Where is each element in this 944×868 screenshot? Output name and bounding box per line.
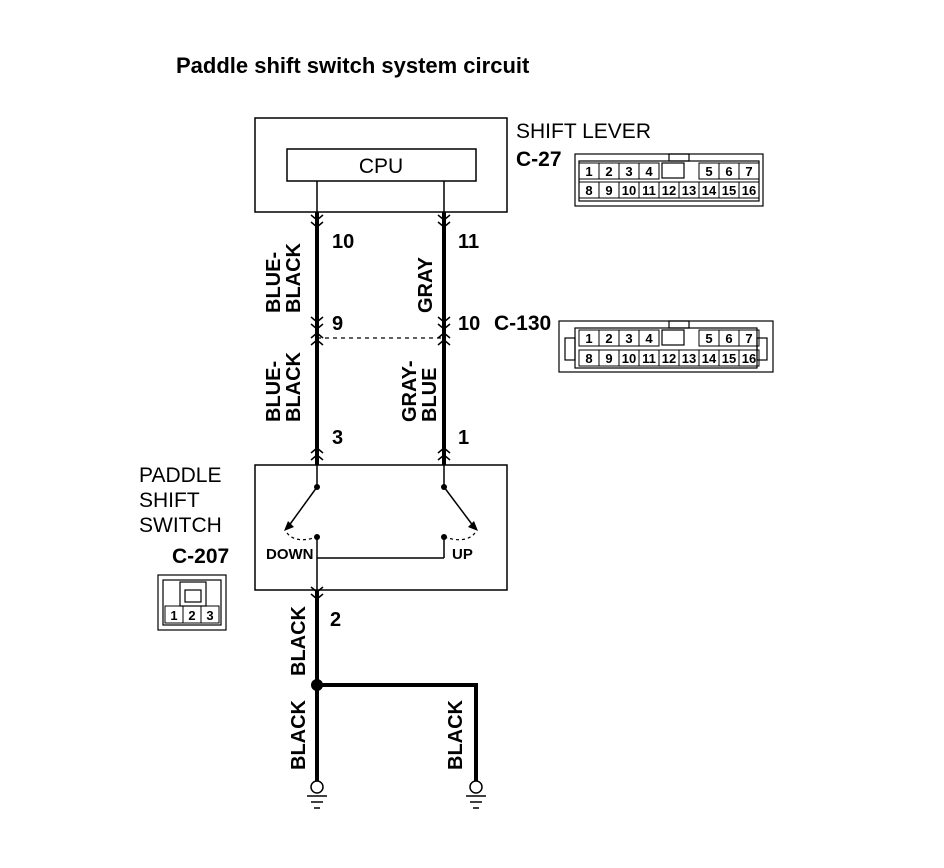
up-switch-contact xyxy=(317,465,478,559)
svg-text:BLUE: BLUE xyxy=(419,368,441,422)
c27-pin-11: 11 xyxy=(642,183,656,198)
c207-pin-3: 3 xyxy=(206,608,213,623)
shift-lever-connector-id: C-27 xyxy=(516,148,562,171)
c130-pin-6: 6 xyxy=(725,331,732,346)
shift-lever-box xyxy=(254,117,508,213)
ground-main-wire-label: BLACK xyxy=(288,605,310,676)
c27-pin-14: 14 xyxy=(702,183,717,198)
down-switch-contact xyxy=(284,465,320,590)
c207-pin-1: 1 xyxy=(170,608,177,623)
paddle-switch-label-1: PADDLE xyxy=(139,464,221,487)
upper-left-wire-label: BLUE- BLACK xyxy=(263,242,305,313)
c27-pin-4: 4 xyxy=(645,164,653,179)
ground-left-wire-label: BLACK xyxy=(288,699,310,770)
connector-chevron xyxy=(310,323,324,330)
c27-pin-16: 16 xyxy=(742,183,756,198)
c207-pin-2: 2 xyxy=(188,608,195,623)
c130-pin-1: 1 xyxy=(585,331,592,346)
svg-text:GRAY: GRAY xyxy=(415,256,437,313)
lower-left-wire-label: BLUE- BLACK xyxy=(263,351,305,422)
c130-pin-right: 10 xyxy=(458,313,480,335)
connector-chevron xyxy=(310,593,324,600)
c130-pin-4: 4 xyxy=(645,331,653,346)
c27-pin-15: 15 xyxy=(722,183,736,198)
connector-chevron xyxy=(437,332,451,339)
c27-pin-10: 10 xyxy=(622,183,636,198)
paddle-switch-box xyxy=(254,464,508,591)
switch-pin-right: 1 xyxy=(458,427,469,449)
down-label: DOWN xyxy=(266,546,314,563)
c130-pin-3: 3 xyxy=(625,331,632,346)
c130-pin-5: 5 xyxy=(705,331,712,346)
upper-right-wire-label: GRAY xyxy=(415,256,437,313)
c130-pin-7: 7 xyxy=(745,331,752,346)
lower-right-wire-label: GRAY- BLUE xyxy=(399,360,441,422)
switch-pin-ground: 2 xyxy=(330,609,341,631)
connector-chevron xyxy=(437,323,451,330)
diagram-title: Paddle shift switch system circuit xyxy=(176,53,530,78)
connector-chevron xyxy=(310,332,324,339)
c27-pin-6: 6 xyxy=(725,164,732,179)
c27-pin-8: 8 xyxy=(585,183,592,198)
c130-pin-10: 10 xyxy=(622,351,636,366)
connector-chevron xyxy=(310,221,324,228)
connector-chevron xyxy=(310,586,324,593)
svg-text:GRAY-: GRAY- xyxy=(399,360,421,422)
shift-lever-pin-left: 10 xyxy=(332,231,354,253)
shift-lever-pin-right: 11 xyxy=(458,231,479,253)
connector-chevron xyxy=(437,447,451,454)
c27-pin-13: 13 xyxy=(682,183,696,198)
c130-pin-16: 16 xyxy=(742,351,756,366)
svg-text:BLACK: BLACK xyxy=(283,351,305,422)
c130-pin-8: 8 xyxy=(585,351,592,366)
connector-chevron xyxy=(437,214,451,221)
connector-chevron xyxy=(437,316,451,323)
c130-pin-13: 13 xyxy=(682,351,696,366)
connector-chevron xyxy=(310,316,324,323)
svg-text:BLUE-: BLUE- xyxy=(263,361,285,422)
up-label: UP xyxy=(452,546,473,563)
switch-pin-left: 3 xyxy=(332,427,343,449)
svg-text:BLUE-: BLUE- xyxy=(263,252,285,313)
c130-pin-15: 15 xyxy=(722,351,736,366)
svg-text:BLACK: BLACK xyxy=(288,699,310,770)
connector-chevron xyxy=(310,447,324,454)
svg-text:BLACK: BLACK xyxy=(283,242,305,313)
c27-pin-7: 7 xyxy=(745,164,752,179)
connector-chevron xyxy=(437,221,451,228)
svg-text:BLACK: BLACK xyxy=(445,699,467,770)
paddle-switch-label-3: SWITCH xyxy=(139,514,222,537)
ground-symbol-left xyxy=(307,780,327,809)
c130-pin-left: 9 xyxy=(332,313,343,335)
c27-pin-9: 9 xyxy=(605,183,612,198)
c27-pin-12: 12 xyxy=(662,183,676,198)
connector-chevron xyxy=(310,454,324,461)
connector-chevron xyxy=(437,339,451,346)
connector-chevron xyxy=(310,214,324,221)
c27-pin-3: 3 xyxy=(625,164,632,179)
c130-pin-14: 14 xyxy=(702,351,717,366)
c27-pin-5: 5 xyxy=(705,164,712,179)
connector-chevron xyxy=(437,454,451,461)
c27-pin-2: 2 xyxy=(605,164,612,179)
cpu-box xyxy=(286,148,477,182)
c130-pin-2: 2 xyxy=(605,331,612,346)
connector-chevron xyxy=(310,339,324,346)
c27-pin-1: 1 xyxy=(585,164,592,179)
c130-connector-id: C-130 xyxy=(494,312,551,335)
paddle-switch-label-2: SHIFT xyxy=(139,489,200,512)
c130-pin-11: 11 xyxy=(642,351,656,366)
ground-symbol-right xyxy=(466,780,486,809)
svg-text:BLACK: BLACK xyxy=(288,605,310,676)
cpu-label: CPU xyxy=(359,155,403,178)
shift-lever-label: SHIFT LEVER xyxy=(516,120,651,143)
paddle-switch-connector-id: C-207 xyxy=(172,545,229,568)
ground-right-wire-label: BLACK xyxy=(445,699,467,770)
c130-pin-9: 9 xyxy=(605,351,612,366)
c130-pin-12: 12 xyxy=(662,351,676,366)
